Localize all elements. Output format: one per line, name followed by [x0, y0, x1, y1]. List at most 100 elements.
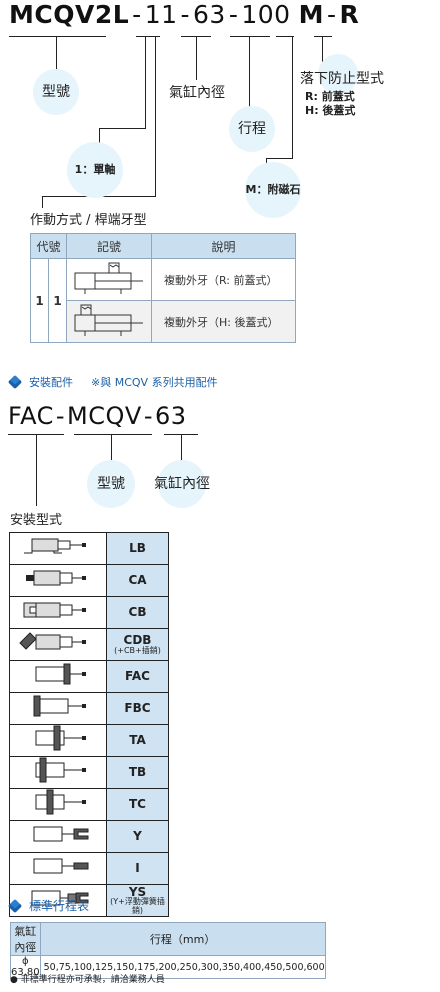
accessory-bore-bubble: 氣缸內徑: [154, 460, 210, 508]
mount-row: CB: [9, 596, 169, 629]
single-axis-bubble: 1：單軸: [67, 142, 123, 198]
stroke-col-stroke: 行程（mm）: [39, 922, 326, 956]
model-stroke-code: 100: [241, 0, 291, 29]
mount-code: YS: [128, 884, 147, 899]
magnet-bubble: M：附磁石: [245, 162, 301, 218]
mount-picture-cell: [9, 564, 107, 597]
model-bore-code: 63: [193, 0, 226, 29]
stroke-values: 50,75,100,125,150,175,200,250,300,350,40…: [39, 955, 326, 979]
stroke-bubble: 行程: [229, 106, 275, 152]
mount-code: FBC: [124, 701, 151, 716]
i-joint-icon: [33, 858, 89, 874]
stroke-col-bore: 氣缸內徑: [10, 922, 41, 956]
accessory-mount-code: FAC: [8, 402, 54, 430]
single-clevis-icon: [26, 570, 86, 586]
accessory-bore: 63: [154, 402, 187, 430]
description-cell: 複動外牙（R: 前蓋式）: [151, 258, 296, 301]
bore-bubble: 氣缸內徑: [169, 84, 225, 101]
mount-row: Y: [9, 820, 169, 853]
code-a: 1: [30, 258, 49, 343]
underline-stroke: [230, 36, 270, 37]
model-fall-code: R: [339, 0, 360, 29]
mount-code-cell: LB: [106, 532, 169, 565]
mount-code: TA: [129, 733, 146, 748]
mount-code-cell: TA: [106, 724, 169, 757]
mount-picture-cell: [9, 756, 107, 789]
mount-picture-cell: [9, 532, 107, 565]
mount-code-cell: CDB(+CB+插銷): [106, 628, 169, 661]
mount-code-cell: Y: [106, 820, 169, 853]
mount-code-cell: FAC: [106, 660, 169, 693]
mount-picture-cell: [9, 820, 107, 853]
mount-picture-cell: [9, 660, 107, 693]
code-b: 1: [48, 258, 67, 343]
mount-code: FAC: [125, 669, 150, 684]
fall-prevent-bubble: [318, 54, 358, 94]
mount-picture-cell: [9, 692, 107, 725]
clevis-pin-icon: [19, 632, 86, 650]
symbol-cell: [66, 300, 152, 343]
front-trunnion-icon: [35, 725, 86, 751]
stroke-bore-value: ϕ 63,80: [10, 955, 41, 979]
mount-code: LB: [129, 541, 146, 556]
action-table: 代號 記號 說明 1 1 複動外牙（R: 前蓋式）: [30, 233, 296, 343]
double-acting-front-icon: [74, 262, 143, 294]
fall-prevent-title: 落下防止型式: [300, 71, 384, 87]
model-series: MCQV2L: [9, 0, 130, 29]
mount-picture-cell: [9, 852, 107, 885]
mount-picture-cell: [9, 628, 107, 661]
accessory-model-code: FAC - MCQV - 63: [8, 402, 187, 430]
cube-icon: [7, 374, 23, 390]
mount-row: LB: [9, 532, 169, 565]
mount-code: TB: [128, 765, 147, 780]
mount-code-cell: YS(Y+浮動彈簧插銷): [106, 884, 169, 917]
model-type-bubble: 型號: [33, 69, 79, 115]
stroke-header: 標準行程表: [7, 897, 90, 914]
underline-magnet: [276, 36, 294, 37]
floating-joint-icon: [31, 890, 89, 906]
mount-row: CA: [9, 564, 169, 597]
model-code: MCQV2L - 11 - 63 - 100 M - R: [9, 0, 359, 32]
mount-code: I: [135, 861, 140, 876]
mount-code-note: (Y+浮動彈簧插銷): [110, 897, 165, 915]
mount-code: TC: [129, 797, 146, 812]
model-magnet-code: M: [298, 0, 324, 29]
underline-fall: [314, 36, 332, 37]
double-acting-rear-icon: [74, 304, 143, 336]
rear-trunnion-icon: [35, 757, 86, 783]
mount-code-note: (+CB+插銷): [114, 645, 161, 655]
mount-code-cell: CA: [106, 564, 169, 597]
mount-row: TA: [9, 724, 169, 757]
mount-picture-cell: [9, 788, 107, 821]
mount-title: 安裝型式: [10, 513, 63, 528]
description-cell: 複動外牙（H: 後蓋式）: [151, 300, 296, 343]
mount-row: CDB(+CB+插銷): [9, 628, 169, 661]
front-flange-icon: [35, 663, 86, 685]
fall-prevent-h: H: 後蓋式: [305, 104, 356, 117]
accessories-title: 安裝配件: [29, 376, 73, 389]
stroke-title: 標準行程表: [29, 899, 90, 913]
mount-row: FBC: [9, 692, 169, 725]
rear-flange-icon: [33, 695, 86, 717]
mount-picture-cell: [9, 724, 107, 757]
header-code: 代號: [30, 233, 67, 259]
header-symbol: 記號: [66, 233, 152, 259]
underline-action: [136, 36, 160, 37]
mount-code-cell: CB: [106, 596, 169, 629]
mount-code: Y: [133, 829, 142, 844]
mount-row: TB: [9, 756, 169, 789]
accessory-series: MCQV: [67, 402, 142, 430]
mount-row: YS(Y+浮動彈簧插銷): [9, 884, 169, 917]
mount-row: FAC: [9, 660, 169, 693]
symbol-cell: [66, 258, 152, 301]
fall-prevent-r: R: 前蓋式: [305, 90, 355, 103]
stroke-note: ● 非標準行程亦可承製，請洽業務人員: [10, 975, 165, 985]
mount-code-cell: TB: [106, 756, 169, 789]
accessory-type-bubble: 型號: [87, 460, 135, 508]
action-title: 作動方式 / 桿端牙型: [30, 213, 147, 228]
mount-code: CDB: [123, 633, 152, 647]
header-description: 說明: [151, 233, 296, 259]
mount-code-cell: FBC: [106, 692, 169, 725]
y-joint-icon: [33, 826, 89, 842]
